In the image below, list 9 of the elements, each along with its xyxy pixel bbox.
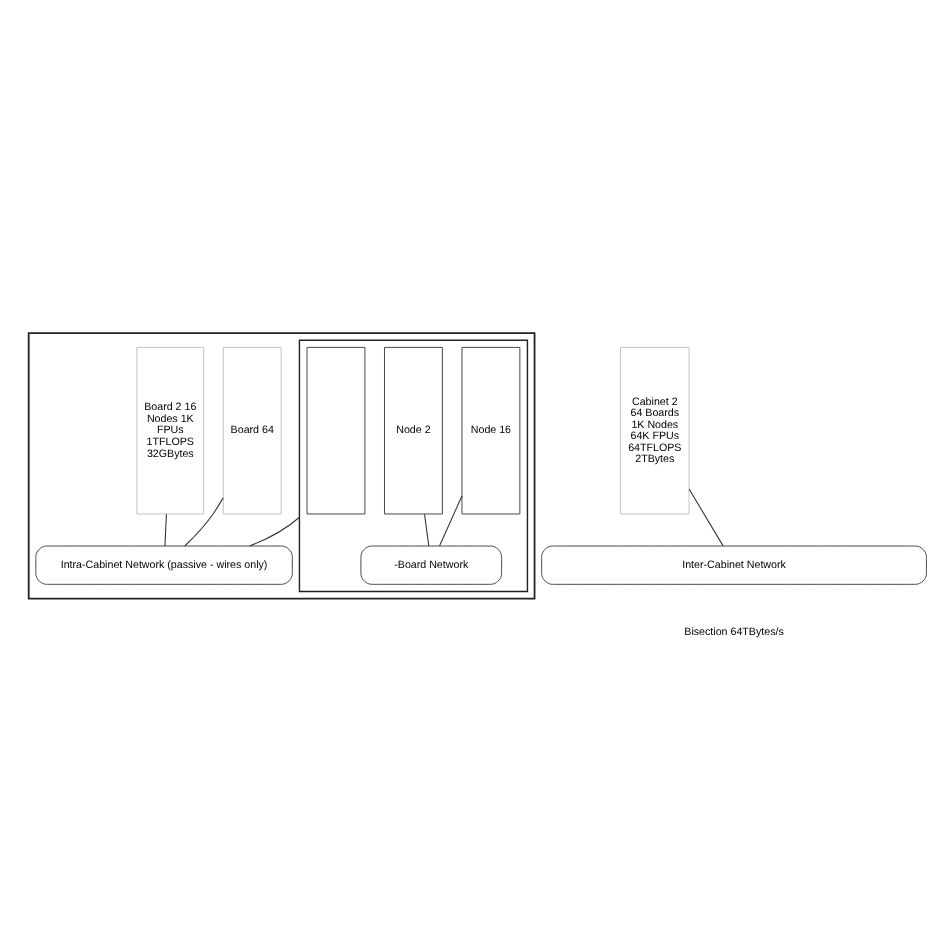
node-box (306, 345, 366, 514)
connector (439, 494, 463, 546)
connector (164, 512, 167, 546)
cluster (27, 331, 536, 599)
connector (184, 496, 224, 546)
connector (248, 515, 300, 546)
connector (424, 512, 430, 546)
connector (688, 487, 724, 546)
cluster (298, 338, 529, 592)
